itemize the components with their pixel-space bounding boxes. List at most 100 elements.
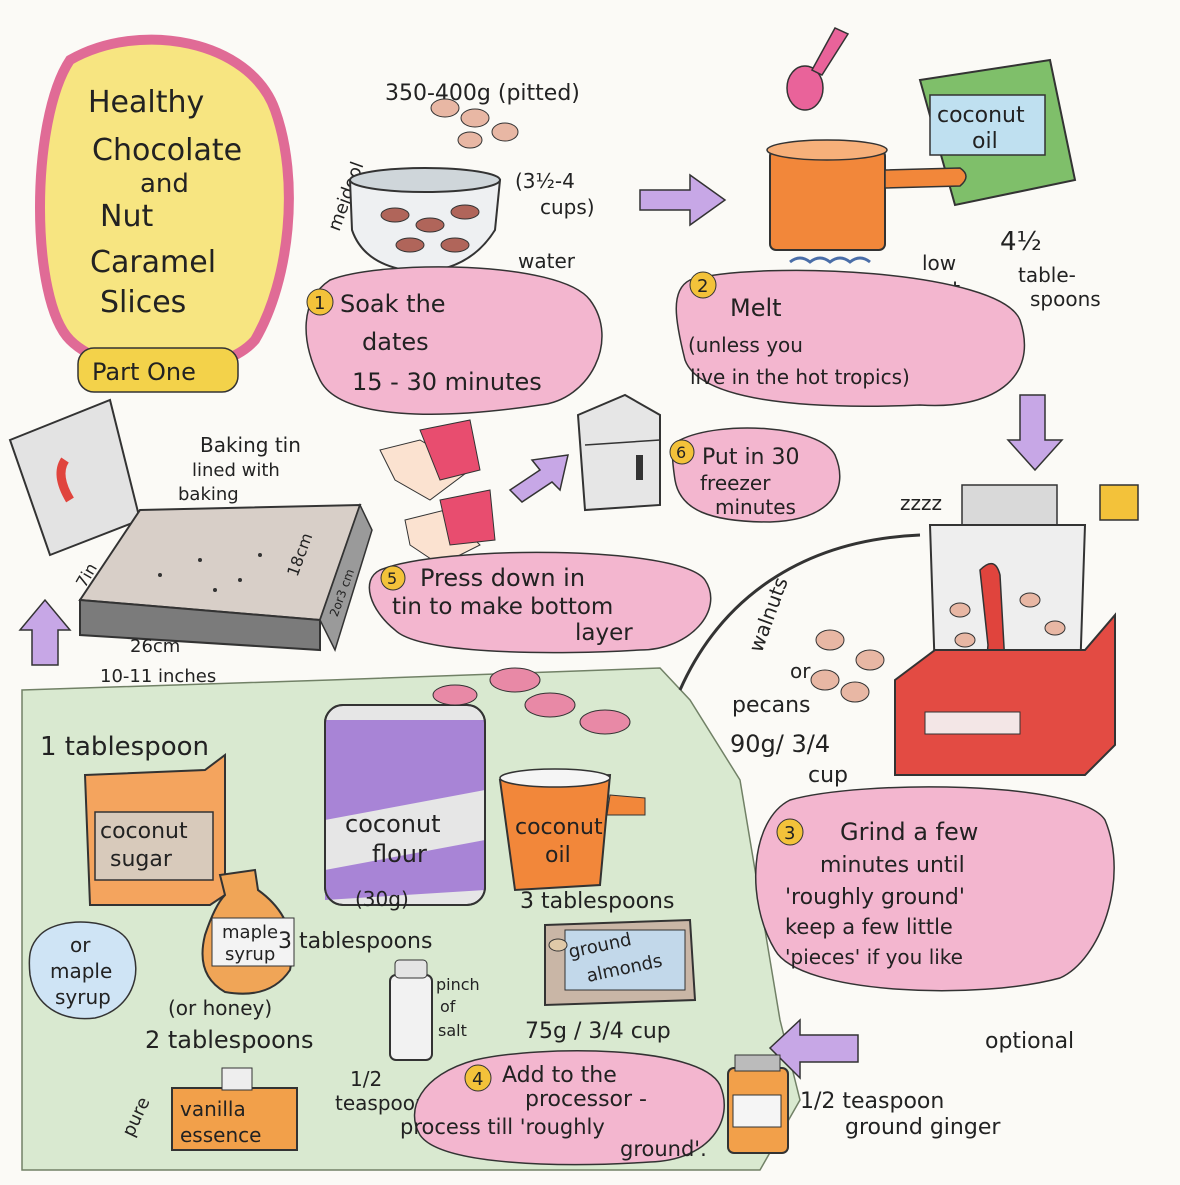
step-6-num: 6 [676, 443, 686, 462]
connector-curve [678, 533, 921, 691]
nuts-amount-1: 90g/ 3/4 [730, 730, 830, 758]
food-processor-icon [894, 484, 1139, 776]
vanilla-bottle-icon: vanilla essence [171, 1067, 298, 1151]
arrow-up-right-icon [508, 454, 569, 503]
sugar-label-2: sugar [110, 847, 173, 872]
step-1-line-3: 15 - 30 minutes [352, 368, 542, 396]
step-1-line-2: dates [362, 328, 429, 356]
title-line-3: and [140, 169, 189, 199]
tin-label-1: Baking tin [200, 433, 301, 457]
maple-syrup-bottle-icon: maple syrup [201, 868, 295, 995]
arrow-up-icon [18, 598, 72, 666]
nuts-line-2: or [790, 659, 811, 683]
step-3-line-4: keep a few little [785, 915, 953, 939]
vanilla-label-2: essence [180, 1123, 261, 1147]
step-3-line-2: minutes until [820, 853, 965, 878]
step-5-line-3: layer [575, 620, 633, 646]
step-4-line-2: processor - [525, 1087, 647, 1112]
step-3-line-3: 'roughly ground' [785, 885, 965, 910]
salt-line-1: pinch [436, 975, 480, 994]
maple-label-1: maple [222, 922, 278, 943]
vanilla-qty-2: teaspoon [335, 1091, 428, 1115]
salt-line-2: of [440, 997, 456, 1016]
step-1-dates: 350-400g (pitted) mejdool (3½-4 cups) wa… [305, 81, 603, 415]
ginger-line-1: 1/2 teaspoon [800, 1089, 944, 1114]
ginger-jar-icon [727, 1054, 789, 1154]
step-2-line-1: Melt [730, 294, 782, 322]
oil-label-1: coconut [515, 815, 603, 840]
title-part: Part One [92, 358, 196, 386]
maple-label-2: syrup [225, 944, 275, 965]
tin-dim-width: 26cm [130, 636, 180, 657]
title-line-5: Caramel [90, 245, 216, 280]
spoon-icon [786, 27, 850, 111]
maple-qty: 2 tablespoons [145, 1026, 314, 1054]
step-2-num: 2 [697, 276, 708, 297]
oil-amount-2: table- [1018, 263, 1076, 287]
step-3-line-5: 'pieces' if you like [785, 945, 963, 969]
flour-label-1: coconut [345, 810, 441, 838]
vanilla-label-1: vanilla [180, 1097, 246, 1121]
saucepan-icon [766, 139, 967, 264]
arrow-left-icon [768, 1018, 859, 1080]
processor-bowl-pouring-icon [8, 398, 142, 557]
title-line-6: Slices [100, 285, 186, 320]
tin-label-2: lined with [192, 460, 280, 481]
baking-tin-icon [78, 503, 373, 653]
coconut-oil-label-1: coconut [937, 103, 1025, 128]
oil-label-2: oil [545, 843, 571, 868]
date-pieces-icon [430, 98, 519, 149]
sugar-label-1: coconut [100, 819, 188, 844]
step-4-num: 4 [472, 1069, 483, 1090]
coconut-sugar-box-icon: coconut sugar [83, 753, 226, 906]
step-4-line-4: ground'. [620, 1137, 707, 1161]
almonds-qty: 75g / 3/4 cup [525, 1019, 671, 1044]
or-maple-syrup-cloud: or maple syrup [28, 921, 137, 1020]
ginger-line-2: ground ginger [845, 1115, 1001, 1140]
step-2-line-3: live in the hot tropics) [690, 365, 910, 389]
arrow-down-icon [1006, 394, 1064, 472]
title-block: Healthy Chocolate and Nut Caramel Slices… [35, 34, 294, 393]
flour-qty: 3 tablespoons [278, 929, 432, 954]
coconut-oil-jar-icon: coconut oil [918, 58, 1077, 207]
sugar-alt-1: or [70, 933, 91, 957]
step-3-grind: zzzz walnuts or pecans 90g/ 3/4 cup 3 Gr… [730, 484, 1139, 992]
zzz-label: zzzz [900, 491, 942, 515]
title-line-4: Nut [100, 199, 153, 234]
step-6-line-1: Put in 30 [702, 445, 800, 470]
title-line-2: Chocolate [92, 133, 242, 168]
step-4-line-1: Add to the [502, 1063, 617, 1088]
ingredients-area: 1 tablespoon coconut sugar or maple syru… [28, 667, 1074, 1166]
step-2-line-2: (unless you [688, 333, 803, 357]
ground-almonds-bag-icon: ground almonds [544, 918, 697, 1007]
tin-area: Baking tin lined with baking paper 7in 2… [8, 393, 841, 687]
oil-amount-1: 4½ [1000, 227, 1042, 257]
salt-shaker-icon [389, 959, 433, 1061]
sugar-qty: 1 tablespoon [40, 732, 209, 762]
nuts-line-1: walnuts [744, 574, 793, 655]
step-3-line-1: Grind a few [840, 818, 978, 846]
coconut-oil-cup-icon: coconut oil [498, 768, 646, 892]
coconut-oil-label-2: oil [972, 129, 998, 154]
tin-label-3: baking [178, 484, 239, 505]
salt-line-3: salt [438, 1021, 467, 1040]
dates-water: water [518, 249, 576, 273]
title-line-1: Healthy [88, 85, 204, 120]
dates-amount: 350-400g (pitted) [385, 81, 580, 106]
step-5-line-1: Press down in [420, 564, 585, 592]
step-3-num: 3 [784, 823, 795, 844]
step-6-line-3: minutes [715, 495, 796, 519]
sugar-alt-3: syrup [55, 985, 111, 1009]
flour-label-2: flour [372, 840, 427, 868]
dates-cups-2: cups) [540, 195, 595, 219]
ginger-optional: optional [985, 1029, 1074, 1054]
step-1-line-1: Soak the [340, 290, 446, 318]
sugar-alt-2: maple [50, 959, 112, 983]
oil-amount-3: spoons [1030, 287, 1101, 311]
step-5-line-2: tin to make bottom [392, 594, 613, 620]
oil-qty: 3 tablespoons [520, 889, 674, 914]
step-1-num: 1 [314, 293, 325, 314]
step-5-num: 5 [387, 569, 397, 588]
nuts-amount-2: cup [808, 763, 848, 788]
